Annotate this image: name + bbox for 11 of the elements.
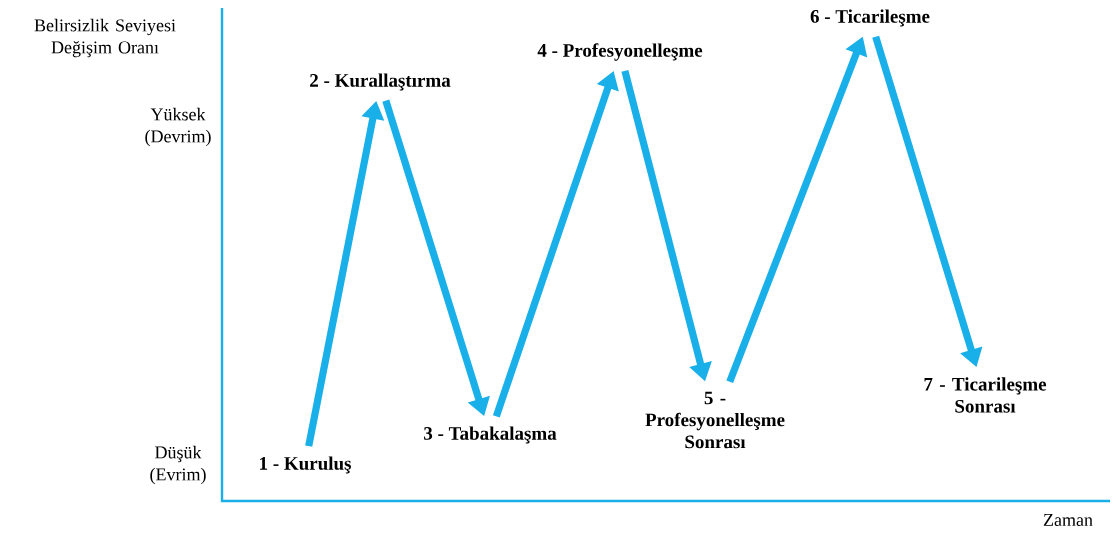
axis-label: Düşük (Evrim) [150,445,206,485]
stage-label: 6 - Ticarileşme [810,9,930,27]
stage-label: 4 - Profesyonelleşme [537,43,703,61]
axis-label: Yüksek (Devrim) [145,107,211,147]
stage-label: 7 - Ticarileşme Sonrası [924,377,1047,413]
stage-label: 2 - Kurallaştırma [310,73,451,91]
stage-label: 5 - Profesyonelleşme Sonrası [645,391,785,449]
stage-label: 3 - Tabakalaşma [424,426,557,444]
axis-label: Belirsizlik Seviyesi Değişim Oranı [34,18,176,58]
axis-label: Zaman [1043,514,1093,526]
stage-label: 1 - Kuruluş [260,456,351,474]
